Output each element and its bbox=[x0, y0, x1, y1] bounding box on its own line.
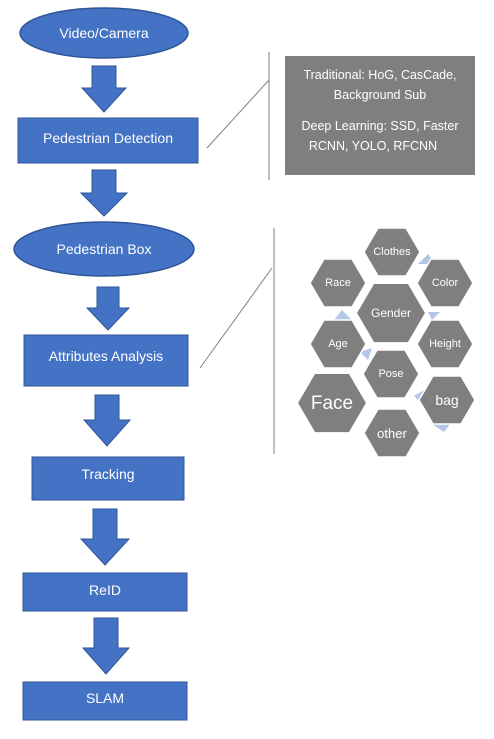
accent-3 bbox=[360, 348, 372, 360]
hex-gender-label: Gender bbox=[370, 306, 412, 320]
video-camera-ellipse bbox=[19, 7, 189, 59]
arrow-6 bbox=[81, 617, 131, 675]
deep-learning-line-1: Deep Learning: SSD, Faster bbox=[301, 119, 459, 133]
accent-4 bbox=[428, 312, 440, 320]
attributes-analysis-label: Attributes Analysis bbox=[48, 348, 164, 364]
hex-age-label: Age bbox=[328, 338, 348, 350]
hex-bag-label: bag bbox=[435, 392, 459, 408]
hex-clothes-label: Clothes bbox=[373, 246, 411, 258]
detection-methods-box bbox=[285, 56, 475, 175]
hex-color-label: Color bbox=[431, 277, 459, 289]
accent-6 bbox=[414, 390, 424, 402]
arrow-2 bbox=[79, 169, 129, 217]
reid-label: ReID bbox=[89, 582, 121, 598]
traditional-line-1: Traditional: HoG, CasCade, bbox=[303, 68, 457, 82]
slam-label: SLAM bbox=[85, 690, 125, 706]
arrow-3 bbox=[85, 286, 131, 331]
slam-box bbox=[22, 681, 188, 721]
tracking-box bbox=[31, 456, 185, 501]
accent-2 bbox=[334, 310, 352, 320]
attributes-analysis-box bbox=[23, 334, 189, 387]
hex-height-label: Height bbox=[429, 338, 461, 350]
traditional-line-2: Background Sub bbox=[333, 88, 427, 102]
arrow-4 bbox=[82, 394, 132, 447]
pedestrian-detection-label: Pedestrian Detection bbox=[43, 130, 173, 146]
video-camera-label: Video/Camera bbox=[59, 25, 149, 41]
hex-face-label: Face bbox=[310, 393, 354, 414]
pedestrian-box-label: Pedestrian Box bbox=[56, 241, 152, 257]
deep-learning-line-2: RCNN, YOLO, RFCNN bbox=[308, 139, 438, 153]
connector-line-1 bbox=[206, 79, 270, 149]
hex-other-label: other bbox=[377, 425, 407, 441]
connector-line-2 bbox=[199, 267, 273, 369]
tracking-label: Tracking bbox=[81, 466, 135, 482]
arrow-1 bbox=[80, 65, 128, 113]
hex-race-label: Race bbox=[325, 277, 351, 289]
accent-5 bbox=[432, 424, 450, 432]
pedestrian-detection-box bbox=[17, 117, 199, 164]
arrow-5 bbox=[79, 508, 131, 566]
pedestrian-box-ellipse bbox=[13, 221, 195, 277]
reid-box bbox=[22, 572, 188, 612]
hex-pose-label: Pose bbox=[378, 368, 404, 380]
